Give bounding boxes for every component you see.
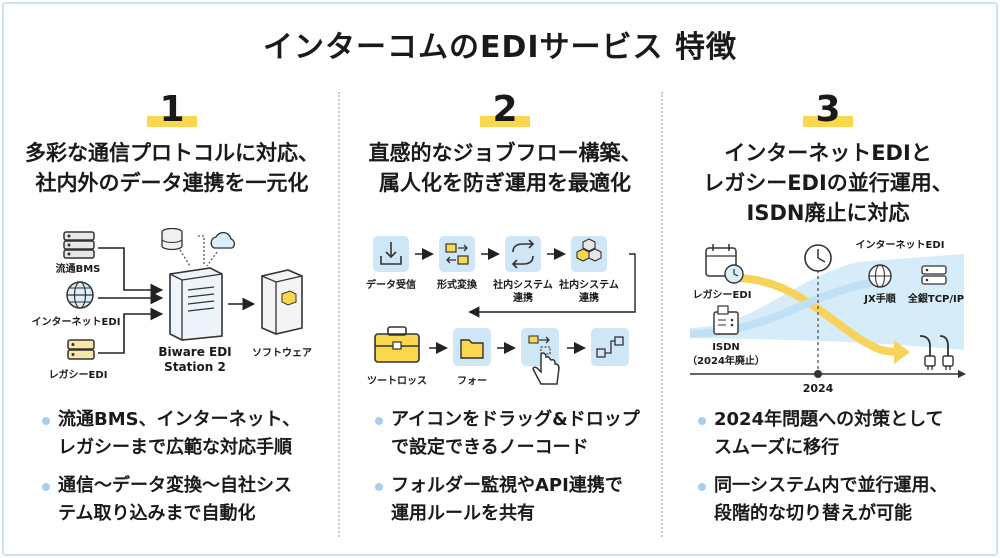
hand-cursor-icon	[532, 352, 560, 385]
globe-icon	[66, 281, 94, 309]
column-divider	[661, 92, 663, 537]
server-name: Biware EDI	[158, 345, 231, 359]
feature-heading: 直感的なジョブフロー構築、 属人化を防ぎ運用を最適化	[368, 141, 642, 195]
timeline-marker	[814, 370, 822, 378]
target-label: ソフトウェア	[252, 347, 312, 359]
legacy-server-icon	[67, 339, 95, 360]
jobflow-diagram: データ受信 形式変換 社内システム 連携 社内システム 連携 ツートロッス フォ…	[366, 236, 636, 387]
internet-edi-label: インターネットEDI	[856, 240, 945, 251]
calendar-clock-icon	[705, 244, 744, 284]
drag-icon	[528, 335, 551, 355]
globe-icon	[868, 264, 892, 288]
step-tile	[505, 236, 541, 272]
step-label: 連携	[513, 291, 533, 304]
bullet-item: 流通BMS、インターネット、 レガシーまで広範な対応手順	[12, 406, 332, 462]
isdn-label: （2024年廃止）	[687, 354, 765, 367]
tool-label: フォー	[457, 375, 487, 387]
flow-icon	[596, 336, 624, 358]
number-highlight	[480, 116, 530, 127]
software-box-icon	[261, 269, 303, 335]
feature-column-1: 1 多彩な通信プロトコルに対応、 社内外のデータ連携を一元化 流通BMS インタ…	[12, 88, 332, 524]
convert-icon	[445, 243, 469, 265]
fax-icon	[713, 305, 739, 335]
feature-heading: 多彩な通信プロトコルに対応、 社内外のデータ連携を一元化	[25, 141, 319, 195]
feature-number: 2	[345, 88, 665, 132]
bullet-item: 同一システム内で並行運用、 段階的な切り替えが可能	[668, 472, 988, 528]
feature-bullets: 2024年問題への対策として スムーズに移行 同一システム内で並行運用、 段階的…	[668, 406, 988, 538]
number-highlight	[147, 116, 197, 127]
database-icon	[161, 228, 183, 251]
server-rack-icon	[63, 231, 95, 259]
isdn-label: ISDN	[712, 342, 740, 353]
jx-label: JX手順	[863, 292, 896, 305]
bullet-item: 通信～データ変換～自社シス テム取り込みまで自動化	[12, 472, 332, 528]
sync-icon	[511, 239, 535, 269]
cloud-icon	[210, 231, 236, 249]
step-label: 社内システム	[558, 278, 619, 291]
column-divider	[338, 92, 340, 537]
page-title: インターコムのEDIサービス 特徴	[262, 30, 737, 65]
step-label: 連携	[579, 291, 599, 304]
step-label: 社内システム	[492, 278, 553, 291]
bullet-item: フォルダー監視やAPI連携で 運用ルールを共有	[345, 472, 665, 528]
protocol-diagram: 流通BMS インターネットEDI レガシーEDI	[32, 228, 312, 381]
cubes-icon	[576, 238, 602, 262]
source-label: インターネットEDI	[32, 316, 121, 328]
tool-label: ツートロッス	[367, 375, 427, 387]
server-name: Station 2	[164, 360, 226, 374]
migration-diagram: 2024 レガシーEDI ISDN （2024年廃止） インターネットE	[687, 240, 966, 395]
edi-server-icon	[169, 267, 223, 341]
step-tile	[591, 328, 629, 366]
inbox-download-icon	[380, 242, 402, 265]
feature-column-2: 2 直感的なジョブフロー構築、 属人化を防ぎ運用を最適化	[345, 88, 665, 524]
source-label: 流通BMS	[56, 262, 101, 275]
feature-column-3: 3 インターネットEDIと レガシーEDIの並行運用、 ISDN廃止に対応 20…	[668, 88, 988, 524]
feature-bullets: 流通BMS、インターネット、 レガシーまで広範な対応手順 通信～データ変換～自社…	[12, 406, 332, 538]
legacy-label: レガシーEDI	[693, 288, 752, 301]
year-label: 2024	[803, 382, 834, 395]
clock-icon	[804, 244, 832, 272]
toolbox-icon	[374, 326, 420, 363]
number-highlight	[803, 116, 853, 127]
feature-number: 1	[12, 88, 332, 132]
step-tile	[439, 236, 475, 272]
step-label: 形式変換	[437, 278, 478, 291]
feature-heading: インターネットEDIと レガシーEDIの並行運用、 ISDN廃止に対応	[703, 141, 953, 225]
bullet-item: アイコンをドラッグ&ドロップ で設定できるノーコード	[345, 406, 665, 462]
step-label: データ受信	[366, 278, 416, 291]
feature-bullets: アイコンをドラッグ&ドロップ で設定できるノーコード フォルダー監視やAPI連携…	[345, 406, 665, 538]
tcpip-label: 全銀TCP/IP	[907, 292, 964, 305]
server-icon	[921, 265, 947, 285]
feature-number: 3	[668, 88, 988, 132]
folder-icon	[460, 339, 484, 359]
legacy-flow	[737, 274, 901, 356]
cable-plug-icon	[919, 335, 954, 370]
source-label: レガシーEDI	[49, 368, 108, 381]
bullet-item: 2024年問題への対策として スムーズに移行	[668, 406, 988, 462]
